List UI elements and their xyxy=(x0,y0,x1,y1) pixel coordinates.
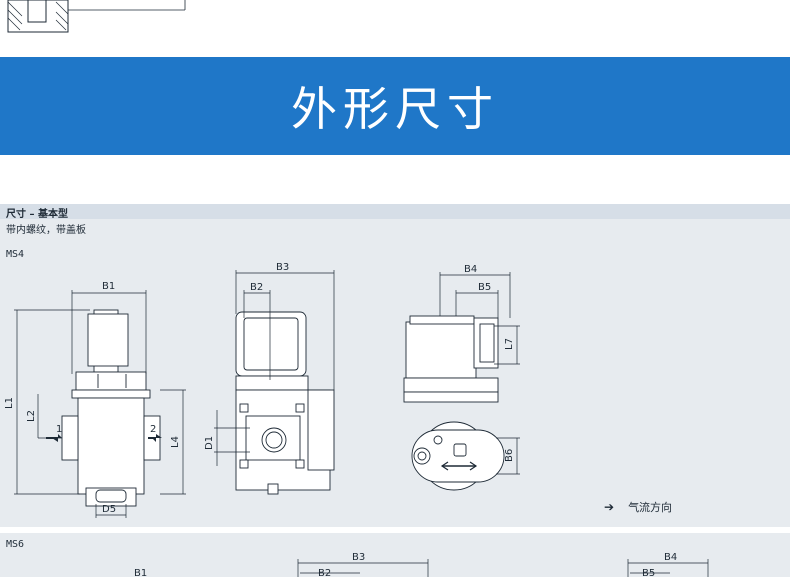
dimension-panel: 尺寸 – 基本型 带内螺纹，带盖板 MS4 xyxy=(0,204,790,527)
dimension-panel-ms6: MS6 B1 B3 B2 B4 B5 xyxy=(0,533,790,577)
flow-direction-legend: ➔ 气流方向 xyxy=(604,499,672,515)
ms6-dim-b1: B1 xyxy=(134,568,147,577)
model-label-ms6: MS6 xyxy=(6,539,25,550)
dim-d1: D1 xyxy=(204,436,215,450)
technical-drawing-ms6-fragment: B1 B3 B2 B4 B5 xyxy=(134,552,709,577)
dim-b1: B1 xyxy=(102,281,115,292)
technical-drawing-ms4: B1 L1 L2 L4 D5 1 2 B3 B xyxy=(4,262,520,518)
previous-drawing-fragment xyxy=(7,0,186,33)
flow-direction-text: 气流方向 xyxy=(628,501,673,514)
title-banner: 外形尺寸 xyxy=(0,57,790,155)
port-1-label: 1 xyxy=(56,424,62,435)
dim-d5: D5 xyxy=(102,504,116,515)
ms6-dim-b3: B3 xyxy=(352,552,365,563)
dim-b4: B4 xyxy=(464,264,477,275)
port-2-label: 2 xyxy=(150,424,156,435)
ms6-dim-b4: B4 xyxy=(664,552,677,563)
section-header xyxy=(0,204,790,219)
dim-l7: L7 xyxy=(504,338,515,350)
section-title: 尺寸 – 基本型 xyxy=(6,209,68,220)
dim-b2: B2 xyxy=(250,282,263,293)
dim-b3: B3 xyxy=(276,262,289,273)
dim-l2: L2 xyxy=(26,410,37,422)
dim-b5: B5 xyxy=(478,282,491,293)
model-label-ms4: MS4 xyxy=(6,249,25,260)
dim-l4: L4 xyxy=(170,436,181,448)
flow-arrow-icon: ➔ xyxy=(604,500,615,514)
ms6-dim-b2: B2 xyxy=(318,568,331,577)
section-subtitle: 带内螺纹，带盖板 xyxy=(6,225,86,236)
ms6-dim-b5: B5 xyxy=(642,568,655,577)
dim-b6: B6 xyxy=(504,449,515,462)
dim-l1: L1 xyxy=(4,397,15,409)
banner-title: 外形尺寸 xyxy=(291,82,499,136)
